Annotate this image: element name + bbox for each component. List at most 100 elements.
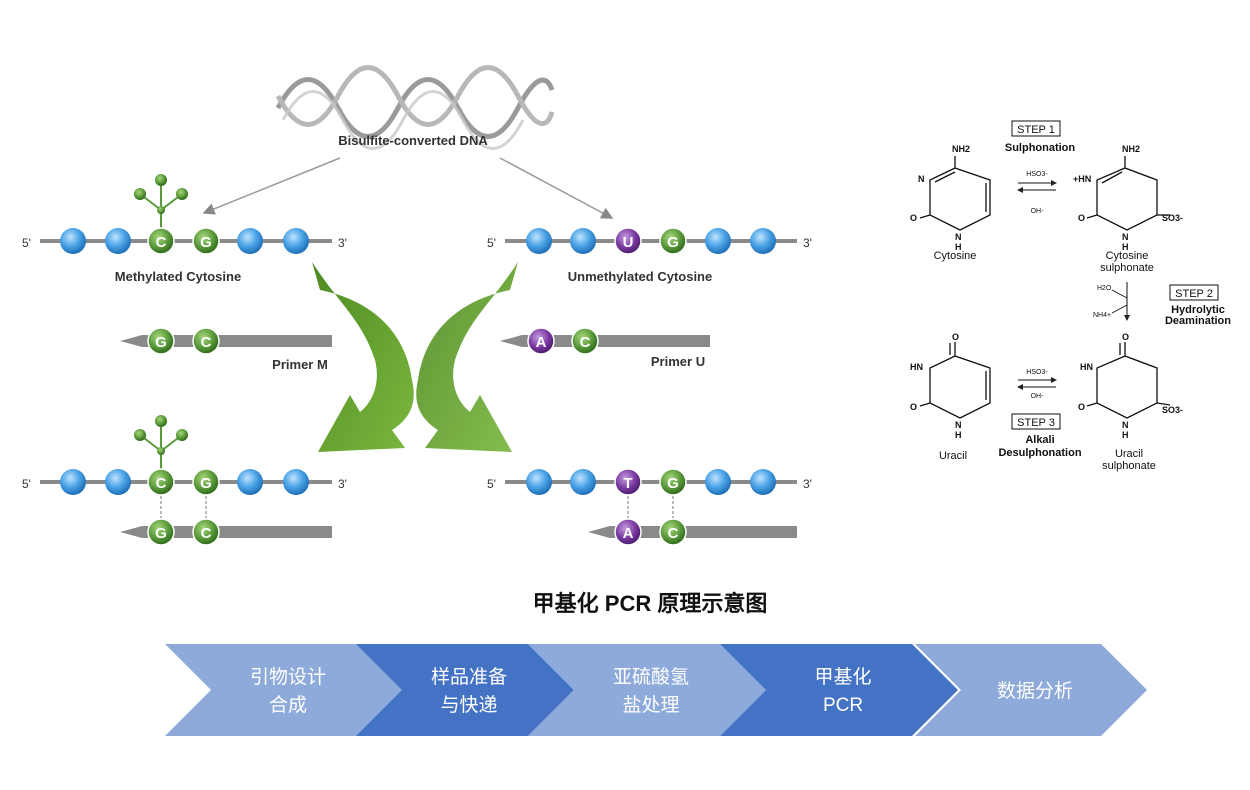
svg-text:STEP 2: STEP 2 [1175,288,1213,300]
workflow-step-label: 数据分析 [997,680,1073,702]
step3-box [1011,413,1061,430]
svg-text:STEP 3: STEP 3 [1017,417,1055,429]
svg-text:Deamination: Deamination [1165,315,1231,327]
svg-text:N: N [1122,232,1129,242]
strand-5-prime: 5' [487,236,496,250]
bead [283,228,309,254]
svg-text:Cytosine: Cytosine [1106,250,1149,262]
svg-text:OH-: OH- [1031,208,1045,215]
base-t-label: T [623,475,632,492]
strand-3-prime: 3' [338,477,347,491]
svg-text:O: O [910,213,917,223]
svg-text:O: O [1078,402,1085,412]
chevron-shape [165,644,403,736]
svg-text:H: H [1122,242,1129,252]
bead [750,228,776,254]
svg-text:G: G [155,525,167,542]
step1-box-label: STEP 1 [1017,124,1055,136]
svg-text:NH2: NH2 [1122,144,1140,154]
primer-u: A C [500,327,710,355]
step2-box [1169,284,1219,301]
svg-text:sulphonate: sulphonate [1100,262,1154,274]
svg-text:NH2: NH2 [952,144,970,154]
svg-text:H2O: H2O [1097,285,1112,292]
strand-5-prime: 5' [22,236,31,250]
arrow-right-down [416,262,518,452]
base-g [192,468,220,496]
arrow-to-methylated [202,157,341,215]
svg-text:N: N [955,232,962,242]
base-g-label: G [200,234,212,251]
workflow-step-label: PCR [823,695,863,716]
bead [237,469,263,495]
svg-text:HSO3-: HSO3- [1026,171,1048,178]
chevron-shape [528,644,766,736]
svg-text:G: G [155,334,167,351]
svg-text:N: N [918,174,925,184]
svg-text:Hydrolytic: Hydrolytic [1171,304,1225,316]
primer-u-label: Primer U [651,354,705,369]
bead [60,228,86,254]
methyl-group-icon [134,174,188,228]
chevron-shape [720,644,958,736]
uracil-label: Uracil [939,450,967,462]
base-u-label: U [623,234,634,251]
strand-3-prime: 3' [803,236,812,250]
svg-text:Alkali: Alkali [1025,434,1054,446]
base-c [147,468,175,496]
svg-text:N: N [1122,420,1129,430]
bead [237,228,263,254]
svg-text:HN: HN [1080,362,1093,372]
svg-text:N: N [955,420,962,430]
svg-text:HSO3-: HSO3- [1026,369,1048,376]
bead [105,228,131,254]
svg-text:O: O [1078,213,1085,223]
cytosine-label: Cytosine [934,250,977,262]
svg-text:sulphonate: sulphonate [1102,460,1156,472]
svg-text:OH-: OH- [1031,393,1045,400]
strand-5-prime: 5' [487,477,496,491]
step1-box [1011,120,1061,137]
base-t [614,468,642,496]
step1-name: Sulphonation [1005,142,1076,154]
base-c [147,227,175,255]
svg-text:A: A [536,334,547,351]
workflow-step: 数据分析 [915,644,1147,736]
workflow-step: 甲基化 PCR [720,644,958,736]
cytosine-structure [919,156,991,231]
bead [705,228,731,254]
workflow-step-label: 样品准备 [431,666,507,688]
base-g [659,227,687,255]
bead [705,469,731,495]
workflow-step-label: 合成 [269,694,307,716]
methyl-group-icon [134,415,188,469]
base-g-label: G [667,475,679,492]
workflow-step-label: 甲基化 [814,666,871,688]
svg-text:C: C [201,525,212,542]
svg-text:HN: HN [910,362,923,372]
base-g-label: G [667,234,679,251]
arrow-left-down [312,262,414,452]
primer-m: G C [120,327,332,355]
strand-5-prime: 5' [22,477,31,491]
bead [750,469,776,495]
workflow-step-label: 盐处理 [622,694,679,716]
dna-helix-icon [275,65,555,150]
svg-text:H: H [955,430,962,440]
svg-text:Desulphonation: Desulphonation [998,447,1081,459]
workflow-step-label: 引物设计 [250,666,326,688]
strand-3-prime: 3' [803,477,812,491]
page-title: 甲基化 PCR 原理示意图 [533,591,768,616]
strand-3-prime: 3' [338,236,347,250]
svg-text:NH4+: NH4+ [1093,312,1111,319]
bead [526,469,552,495]
svg-text:SO3-: SO3- [1162,213,1183,223]
crossing-arrows [312,262,518,452]
svg-text:+HN: +HN [1073,174,1091,184]
workflow-step-label: 与快递 [440,694,497,716]
